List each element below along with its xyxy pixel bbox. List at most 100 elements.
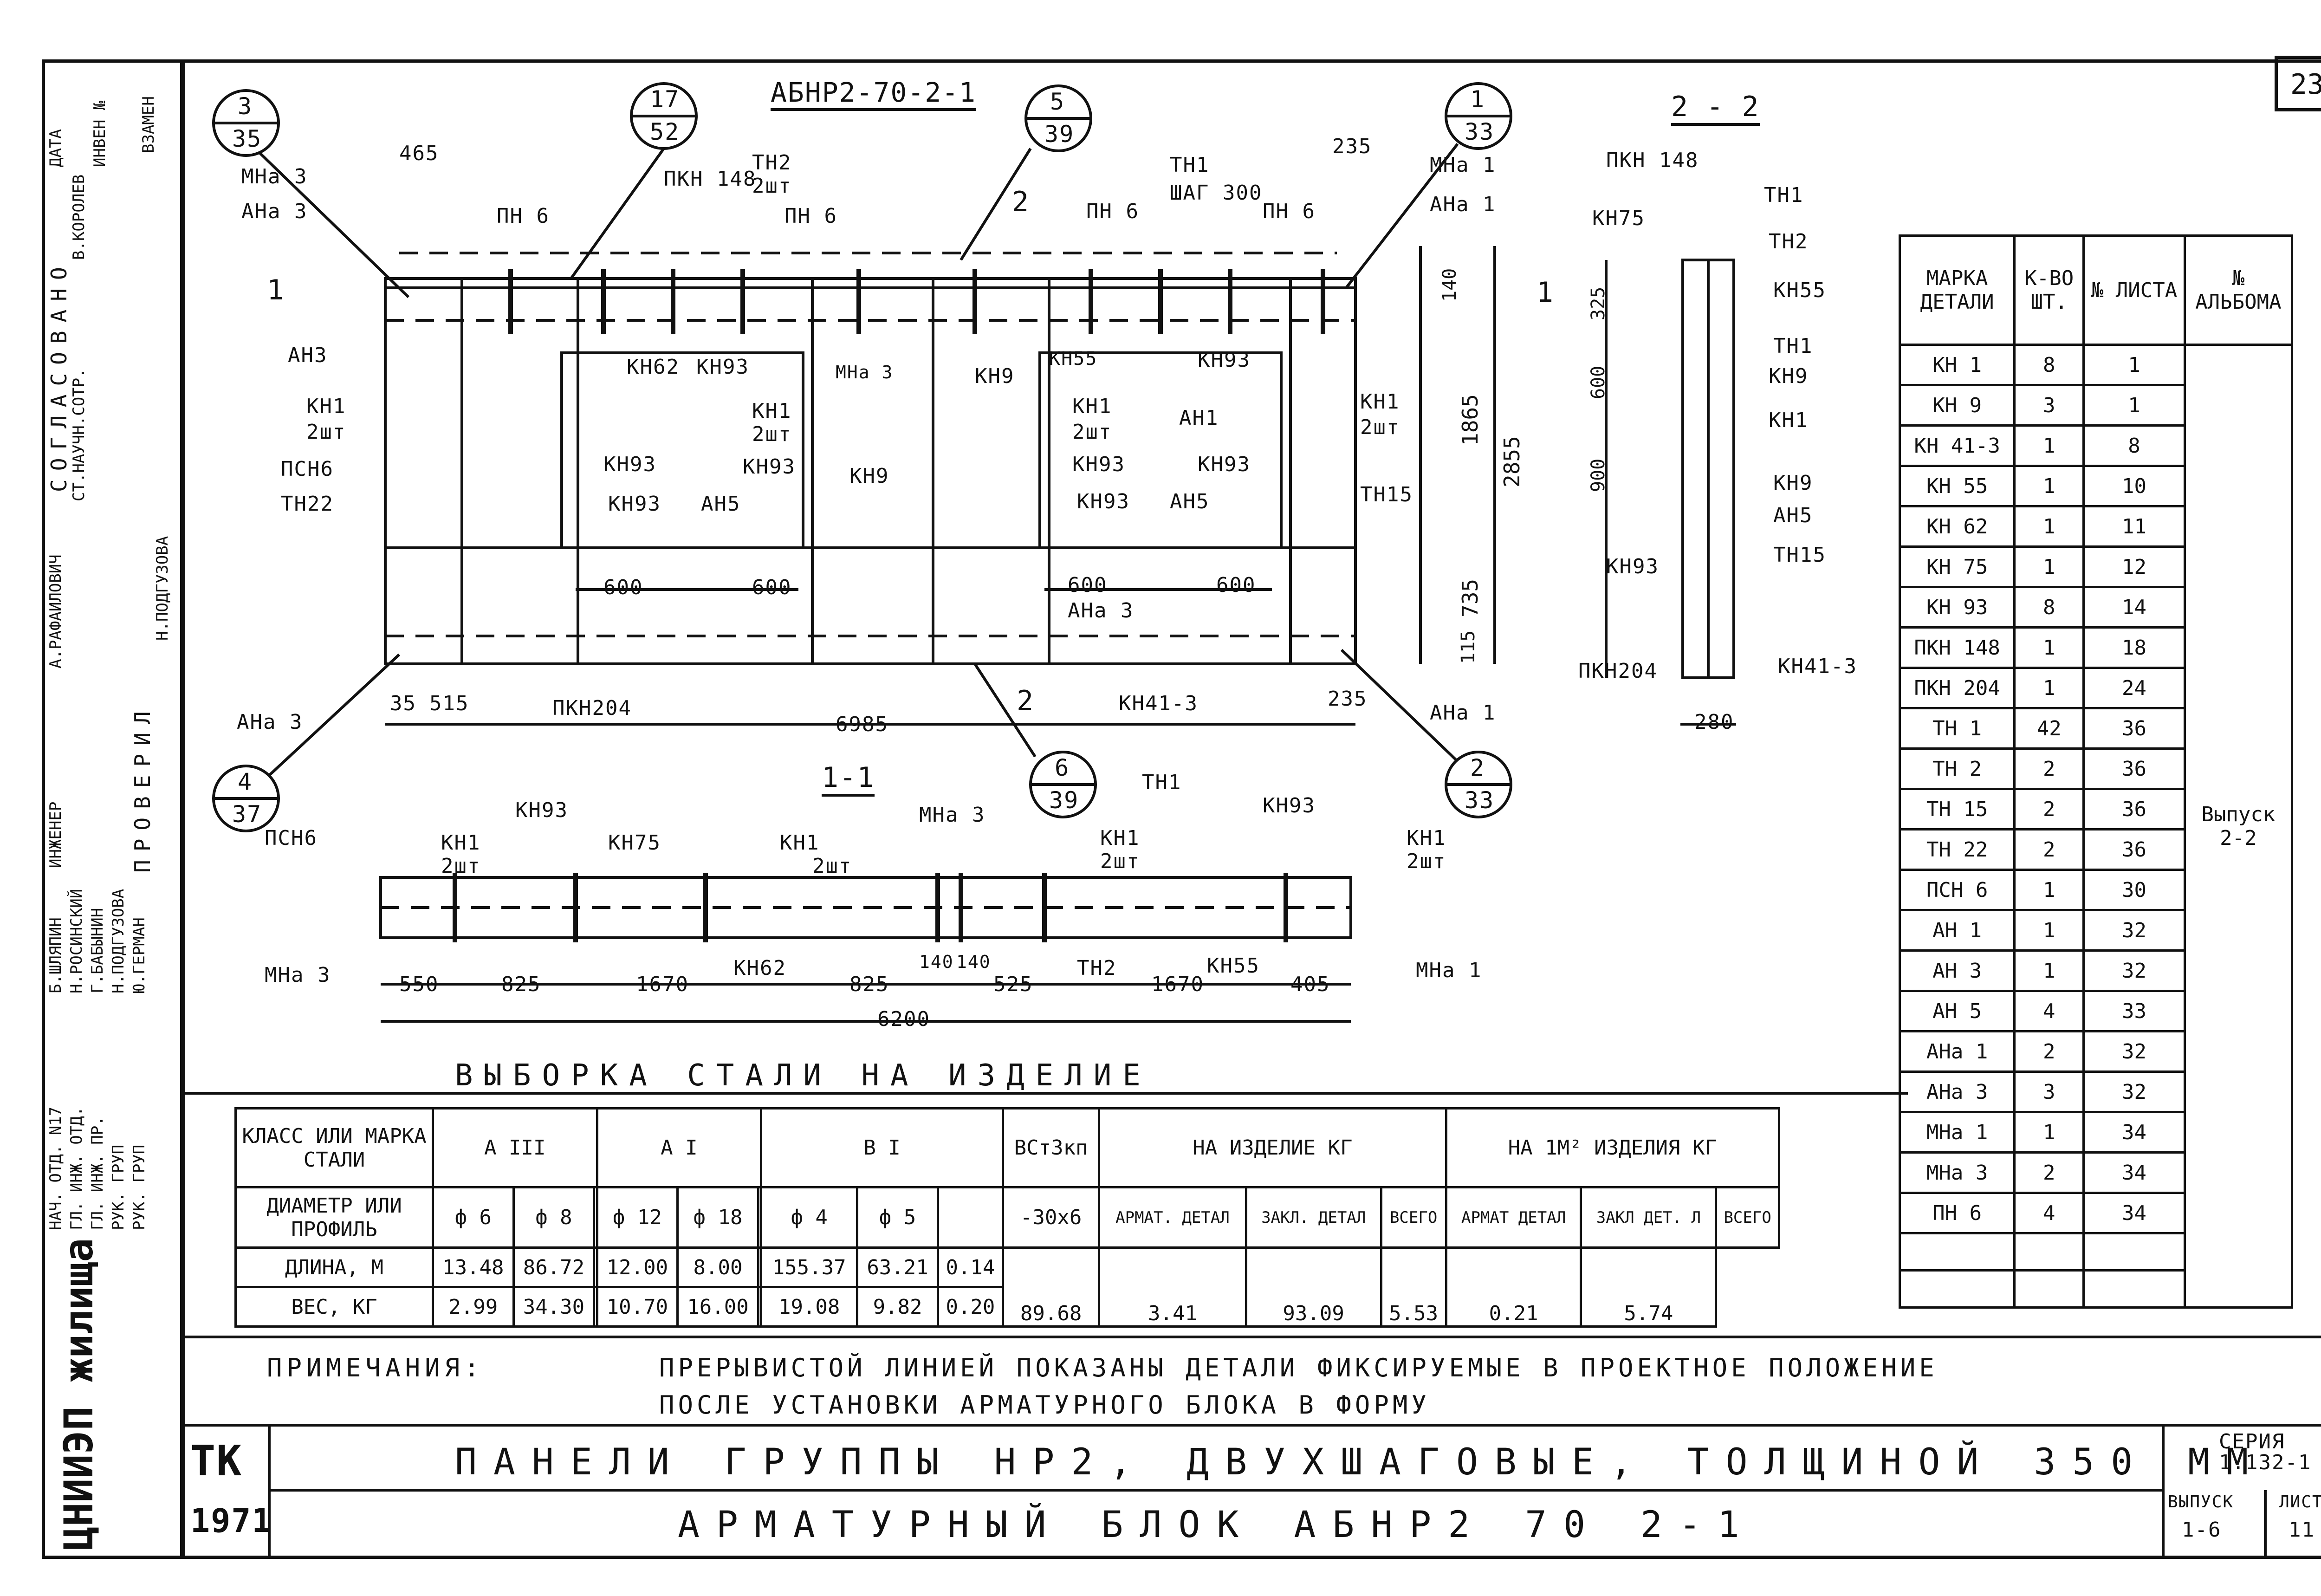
spec-qty: 4 bbox=[2013, 990, 2085, 1032]
tb-tk: ТК bbox=[190, 1437, 243, 1486]
spec-qty: 1 bbox=[2013, 869, 2085, 911]
section-1-1-title: 1-1 bbox=[822, 761, 875, 797]
stamp-role-3: ГЛ. ИНЖ. ПР. bbox=[88, 1116, 107, 1230]
spec-mark: МНа 1 bbox=[1898, 1111, 2016, 1154]
s11-kn62: КН62 bbox=[733, 956, 786, 980]
spec-mark: ПСН 6 bbox=[1898, 869, 2016, 911]
spec-sheet: 36 bbox=[2082, 828, 2186, 871]
s11-kn1-b: КН1 bbox=[780, 831, 820, 855]
spec-mark: ПН 6 bbox=[1898, 1192, 2016, 1234]
s22-kn9-b: КН9 bbox=[1773, 471, 1813, 495]
label-pn6-left: ПН 6 bbox=[497, 204, 550, 228]
stamp-replace: ВЗАМЕН bbox=[139, 96, 158, 153]
spec-sheet: 34 bbox=[2082, 1151, 2186, 1194]
label-tn1-step: ШАГ 300 bbox=[1170, 181, 1263, 205]
spec-mark: ПКН 204 bbox=[1898, 667, 2016, 709]
section-2-2-title: 2 - 2 bbox=[1671, 91, 1760, 126]
stamp-checker: А.РАФАИЛОВИЧ bbox=[46, 554, 65, 668]
spec-qty: 42 bbox=[2013, 707, 2085, 750]
s11-dim-6200: 6200 bbox=[877, 1007, 930, 1031]
s22-dim-325: 325 bbox=[1588, 286, 1609, 320]
steel-sub-1: АРМАТ. ДЕТАЛ bbox=[1098, 1186, 1247, 1249]
steel-group-b1: В I bbox=[760, 1107, 1005, 1188]
label-kn1-mid: КН1 bbox=[752, 399, 792, 423]
s11-dim-1670-b: 1670 bbox=[1151, 973, 1204, 996]
spec-head-mark: МАРКА ДЕТАЛИ bbox=[1898, 234, 2016, 346]
stamp-date: ДАТА bbox=[46, 129, 65, 167]
notes-label: ПРИМЕЧАНИЯ: bbox=[267, 1353, 484, 1382]
label-kn1-right1: КН1 bbox=[1072, 395, 1112, 418]
spec-sheet: 12 bbox=[2082, 545, 2186, 588]
callout-1-top: 3 bbox=[238, 93, 253, 120]
spec-sheet: 14 bbox=[2082, 586, 2186, 629]
tb-line-1: ПАНЕЛИ ГРУППЫ НР2, ДВУХШАГОВЫЕ, ТОЛЩИНОЙ… bbox=[455, 1441, 2265, 1483]
steel-strip: -30х6 bbox=[1002, 1186, 1101, 1249]
steel-row_len-cell: 86.72 bbox=[512, 1246, 596, 1288]
steel-table: КЛАСС ИЛИ МАРКА СТАЛИ А III А I В I ВСт3… bbox=[234, 1107, 1781, 1328]
dim-2855: 2855 bbox=[1499, 436, 1524, 487]
dim-735: 735 bbox=[1458, 578, 1483, 617]
spec-mark: КН 93 bbox=[1898, 586, 2016, 629]
label-kn93-f: КН93 bbox=[1072, 453, 1125, 476]
spec-sheet: 30 bbox=[2082, 869, 2186, 911]
steel-group-total: НА ИЗДЕЛИЕ КГ bbox=[1098, 1107, 1447, 1188]
label-pkn204: ПКН204 bbox=[552, 696, 632, 720]
tb-line-2: АРМАТУРНЫЙ БЛОК АБНР2 70 2-1 bbox=[678, 1504, 1756, 1546]
sheet-number-box: 23 bbox=[2275, 56, 2321, 111]
label-pn6-right: ПН 6 bbox=[1086, 200, 1139, 223]
steel-total-cell: 5.53 bbox=[1380, 1246, 1447, 1328]
label-an3: АН3 bbox=[288, 344, 328, 367]
label-ana3: АНа 3 bbox=[241, 200, 308, 223]
label-kn55: КН55 bbox=[1049, 348, 1098, 370]
sheet-frame bbox=[182, 59, 2321, 1559]
spec-empty-cell bbox=[2013, 1269, 2085, 1309]
label-tn15: ТН15 bbox=[1360, 483, 1413, 506]
steel-d8: ф 8 bbox=[512, 1186, 596, 1249]
steel-row_len-cell: 8.00 bbox=[676, 1246, 759, 1288]
stamp-org: ЦНИИЭП жилища bbox=[56, 1238, 102, 1551]
s22-kn55: КН55 bbox=[1773, 279, 1826, 302]
spec-qty: 3 bbox=[2013, 384, 2085, 427]
label-kn93-c: КН93 bbox=[608, 492, 661, 516]
steel-blank-3 bbox=[936, 1186, 1005, 1249]
spec-empty-cell bbox=[1898, 1232, 2016, 1272]
callout-7-bottom: 33 bbox=[1465, 787, 1495, 814]
spec-mark: ТН 2 bbox=[1898, 747, 2016, 790]
steel-row_len-cell: 63.21 bbox=[856, 1246, 939, 1288]
s11-mna3-left: МНа 3 bbox=[265, 963, 331, 987]
steel-row_len-cell bbox=[593, 1246, 598, 1288]
s11-dim-550: 550 bbox=[399, 973, 439, 996]
s11-dim-140-b: 140 bbox=[956, 952, 991, 972]
spec-mark: ТН 15 bbox=[1898, 788, 2016, 830]
dim-515: 515 bbox=[429, 692, 469, 715]
notes-line-1: ПРЕРЫВИСТОЙ ЛИНИЕЙ ПОКАЗАНЫ ДЕТАЛИ ФИКСИ… bbox=[659, 1353, 1938, 1382]
steel-row_len-cell: 13.48 bbox=[432, 1246, 515, 1288]
spec-mark: КН 41-3 bbox=[1898, 424, 2016, 467]
dim-235-bottom: 235 bbox=[1328, 687, 1368, 711]
spec-qty: 3 bbox=[2013, 1070, 2085, 1113]
spec-sheet: 32 bbox=[2082, 1030, 2186, 1073]
s22-kn1: КН1 bbox=[1769, 409, 1809, 432]
label-kn41-3: КН41-3 bbox=[1119, 692, 1198, 715]
stamp-name-1: Б.ШЛЯПИН bbox=[46, 917, 65, 993]
callout-3-top: 5 bbox=[1050, 88, 1065, 115]
steel-row_w-cell: 2.99 bbox=[432, 1286, 515, 1328]
steel-title: ВЫБОРКА СТАЛИ НА ИЗДЕЛИЕ bbox=[455, 1058, 1152, 1093]
s22-kn9-a: КН9 bbox=[1769, 364, 1809, 388]
spec-sheet: 36 bbox=[2082, 747, 2186, 790]
steel-total-cell: 0.21 bbox=[1445, 1246, 1582, 1328]
steel-group-a3: А III bbox=[432, 1107, 598, 1188]
steel-row_len-cell bbox=[757, 1246, 763, 1288]
s22-dim-280: 280 bbox=[1694, 710, 1734, 734]
s11-dim-405: 405 bbox=[1290, 973, 1330, 996]
stamp-name-2: Н.РОСИНСКИЙ bbox=[67, 889, 86, 993]
dim-35: 35 bbox=[390, 692, 416, 715]
spec-sheet: 33 bbox=[2082, 990, 2186, 1032]
spec-qty: 1 bbox=[2013, 545, 2085, 588]
dim-600-3: 600 bbox=[1068, 573, 1108, 597]
